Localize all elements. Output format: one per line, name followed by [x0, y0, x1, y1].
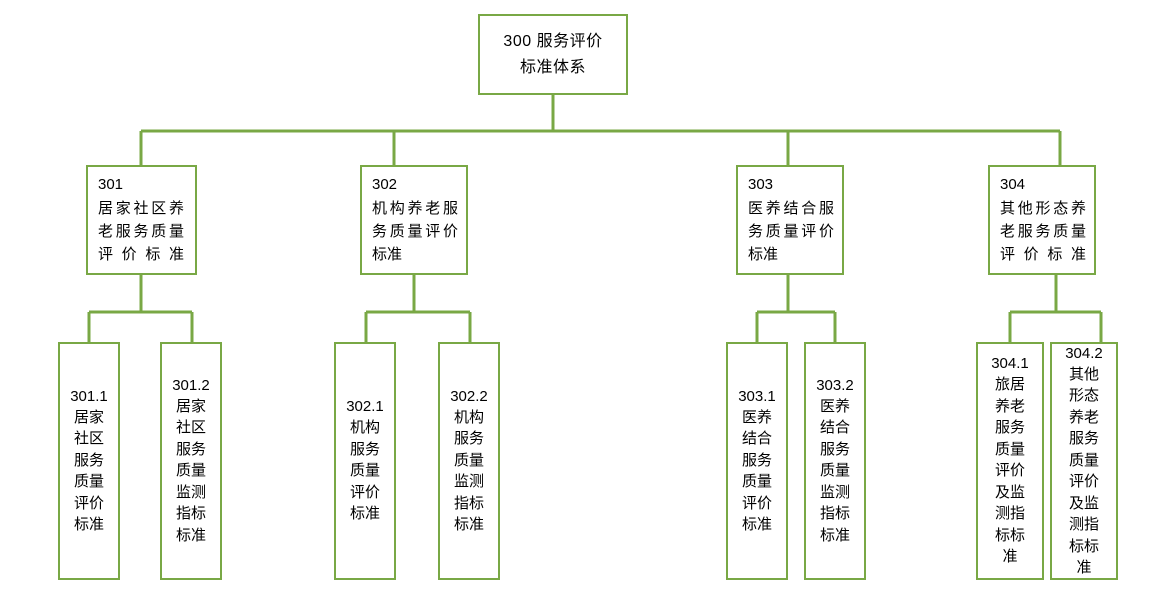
- node-301-2-label: 居家社区服务质量监测指标标准: [175, 397, 206, 544]
- node-302[interactable]: 302 机构养老服务质量评价标准: [360, 165, 468, 275]
- node-303[interactable]: 303 医养结合服务质量评价标准: [736, 165, 844, 275]
- node-302-code: 302: [372, 176, 398, 193]
- node-304-1[interactable]: 304.1 旅居养老服务质量评价及监测指标标准: [976, 342, 1044, 580]
- node-303-1-label: 医养结合服务质量评价标准: [741, 408, 772, 534]
- node-303-label: 医养结合服务质量评价标准: [748, 200, 834, 263]
- node-301[interactable]: 301 居家社区养老服务质量评价标准: [86, 165, 197, 275]
- node-301-2[interactable]: 301.2 居家社区服务质量监测指标标准: [160, 342, 222, 580]
- node-303-2-code: 303.2: [816, 376, 854, 394]
- node-302-1[interactable]: 302.1 机构服务质量评价标准: [334, 342, 396, 580]
- node-304-2[interactable]: 304.2 其他形态养老服务质量评价及监测指标标准: [1050, 342, 1118, 580]
- node-301-1-code: 301.1: [70, 387, 108, 405]
- node-300-line2: 标准体系: [519, 58, 586, 76]
- node-301-2-code: 301.2: [172, 376, 210, 394]
- node-302-1-label: 机构服务质量评价标准: [349, 419, 380, 523]
- node-300-line1: 300 服务评价: [503, 32, 603, 50]
- node-304-label: 其他形态养老服务质量评价标准: [1000, 200, 1086, 263]
- node-302-2-label: 机构服务质量监测指标标准: [453, 408, 484, 534]
- node-303-2-label: 医养结合服务质量监测指标标准: [819, 397, 850, 544]
- node-303-code: 303: [748, 176, 774, 193]
- node-303-2[interactable]: 303.2 医养结合服务质量监测指标标准: [804, 342, 866, 580]
- node-301-label: 居家社区养老服务质量评价标准: [98, 200, 184, 263]
- node-302-1-code: 302.1: [346, 398, 384, 416]
- node-301-1-label: 居家社区服务质量评价标准: [73, 408, 104, 534]
- node-302-2-code: 302.2: [450, 387, 488, 405]
- node-300-root[interactable]: 300 服务评价 标准体系: [478, 14, 628, 95]
- node-303-1[interactable]: 303.1 医养结合服务质量评价标准: [726, 342, 788, 580]
- node-304-2-code: 304.2: [1065, 344, 1103, 362]
- node-304-1-code: 304.1: [991, 355, 1029, 373]
- node-303-1-code: 303.1: [738, 387, 776, 405]
- node-301-1[interactable]: 301.1 居家社区服务质量评价标准: [58, 342, 120, 580]
- node-304-1-label: 旅居养老服务质量评价及监测指标标准: [994, 376, 1025, 566]
- node-304[interactable]: 304 其他形态养老服务质量评价标准: [988, 165, 1096, 275]
- node-302-label: 机构养老服务质量评价标准: [372, 200, 458, 263]
- node-301-code: 301: [98, 176, 124, 193]
- node-304-2-label: 其他形态养老服务质量评价及监测指标标准: [1068, 365, 1099, 577]
- node-302-2[interactable]: 302.2 机构服务质量监测指标标准: [438, 342, 500, 580]
- node-304-code: 304: [1000, 176, 1026, 193]
